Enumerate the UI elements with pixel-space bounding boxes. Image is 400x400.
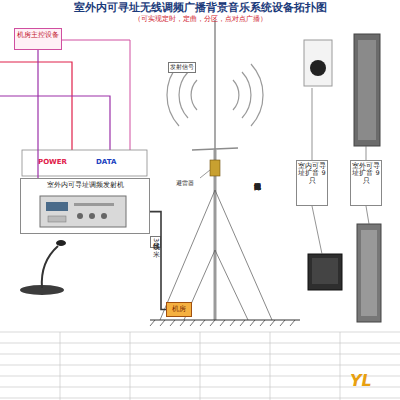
node-text: 室外内可寻址调频发射机 [22,181,148,189]
signal-name: POWER [38,159,67,167]
signal-waves [167,64,263,126]
watermark: YL [350,372,372,390]
speaker-grille [358,40,376,140]
ground-hatch [150,320,295,326]
column-speaker [354,34,380,146]
panel-button [48,216,66,222]
node-text: 机房 [168,305,190,313]
leader-line [366,146,367,160]
machine-room-box: 机房 [166,302,192,317]
speaker-label-box: 室外可寻址扩音 9只 [350,160,382,206]
grid-line [200,332,201,400]
transmitter-device [40,196,126,227]
antenna-radial [192,148,238,150]
guy-wire [215,190,272,320]
guy-wire [160,190,215,320]
grid-line [340,332,341,400]
wall-speaker [304,40,332,86]
guy-wire [215,250,248,320]
panel-strip [74,203,114,206]
microphone [20,240,66,295]
wire-frame [22,150,147,176]
rack-body [40,196,126,227]
part-name: 避雷器 [176,180,194,187]
knob [101,213,107,219]
leader-line [312,206,322,254]
signal-name: DATA [96,159,116,167]
diagram-title: 室外内可寻址无线调频广播背景音乐系统设备拓扑图 [0,2,400,14]
data-wire [0,96,110,150]
transmitter-box: 室外内可寻址调频发射机 [20,178,150,234]
grid-line [130,332,131,400]
node-text: 机房主控设备 [16,31,60,39]
lightning-arrester [210,160,220,176]
subtitle-note: （可实现定时，定曲，分区，点对点广播） [0,16,400,23]
cable-connector [150,212,166,310]
display [46,202,68,211]
control-room-box: 机房主控设备 [14,28,62,50]
node-text: 室外可寻址扩音 9只 [352,163,380,185]
antenna-mast [150,20,300,326]
knob [77,213,83,219]
box-speaker [308,254,342,290]
speaker-grille [312,258,338,284]
leader-line [312,88,313,160]
leader-line [200,170,210,178]
callout-note: 发射信号 [168,62,196,73]
power-wire [0,62,72,150]
control-wire [62,40,130,150]
speaker-label-box: 室内可寻址扩音 9只 [296,160,328,206]
grid-line [60,332,61,400]
speaker-driver [310,60,326,76]
mic-stem [42,246,58,288]
column-speaker [357,224,381,322]
grid-line [270,332,271,400]
knob [89,213,95,219]
leader-line [366,206,369,224]
mic-head [56,240,66,246]
table-grid [0,332,400,400]
speaker-grille [361,230,377,316]
cable-label: 馈线30米 [150,236,161,248]
antenna-whip [214,20,216,150]
node-text: 室内可寻址扩音 9只 [298,163,326,185]
